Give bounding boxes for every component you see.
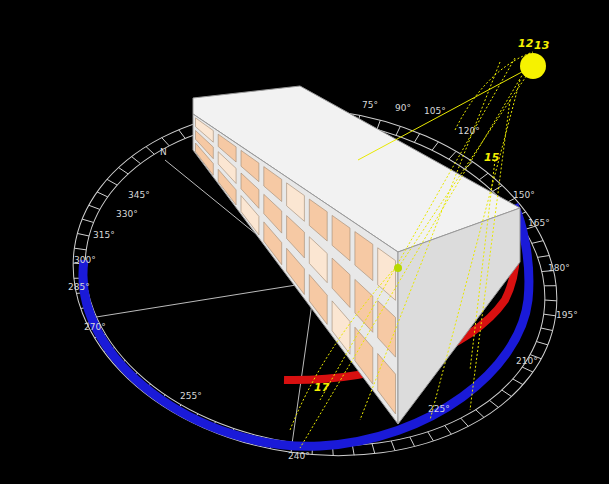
bearing-label: 165° [528,219,550,228]
window [332,258,350,307]
compass-tick [74,248,86,250]
compass-tick [502,390,512,396]
compass-tick [461,418,468,426]
bearing-label: 210° [516,357,538,366]
compass-tick [479,173,488,180]
compass-tick [410,437,415,446]
window [355,327,373,384]
window [241,196,259,235]
window [287,248,305,294]
compass-tick [544,285,556,286]
compass-tick [513,379,523,385]
sun-rays [290,52,533,448]
bearing-label: 345° [128,191,150,200]
compass-tick [489,400,498,407]
window [264,167,282,202]
bearing-label: 255° [180,392,202,401]
bearing-label: 270° [84,323,106,332]
bearing-label: 330° [116,210,138,219]
bearing-label: 240° [288,452,310,461]
window [309,199,327,241]
bearing-label: 120° [458,127,480,136]
window [287,183,305,221]
compass-tick [146,147,154,155]
compass-tick [107,179,117,185]
compass-tick [544,314,556,316]
window [264,222,282,265]
bearing-label: 315° [93,231,115,240]
sun [520,53,546,79]
compass-tick [414,134,419,143]
compass-tick [432,142,438,150]
compass-tick [97,192,108,197]
bearing-label: N [160,148,167,157]
window [332,215,350,260]
window [378,301,396,357]
window [218,169,236,205]
bearing-label: 90° [395,104,411,113]
compass-tick [162,138,169,146]
compass-tick [372,444,375,454]
compass-tick [493,185,502,191]
bearing-label: 300° [74,256,96,265]
compass-tick [119,168,129,174]
compass-tick [377,120,380,129]
window [309,237,327,283]
compass-tick [428,432,434,441]
compass-tick [391,441,395,451]
hour-label: 15 [484,152,499,163]
bearing-label: 180° [548,264,570,273]
compass-tick [445,426,452,435]
bearing-label: 195° [556,311,578,320]
sun-point [394,264,402,272]
bearing-label: 285° [68,283,90,292]
compass-tick [522,367,533,372]
compass-tick [536,342,547,345]
window [196,143,214,175]
compass-tick [132,157,141,164]
compass-tick [77,233,89,236]
compass-tick [541,328,553,331]
compass-tick [82,219,93,222]
compass-tick [89,205,100,209]
window [355,232,373,281]
bearing-label: 150° [513,191,535,200]
hour-label: 13 [534,40,549,51]
compass-tick [449,151,456,159]
compass-tick [545,300,557,302]
compass-tick [396,126,400,135]
bearing-label: 75° [362,101,378,110]
compass-tick [476,410,484,418]
bearing-label: 105° [424,107,446,116]
compass-tick [538,256,550,258]
window [309,275,327,325]
compass-tick [532,241,543,244]
compass-tick [179,130,186,139]
bearing-label: 225° [428,405,450,414]
hour-label: 12 [518,38,533,49]
hour-label: 17 [314,382,329,393]
window [378,354,396,414]
